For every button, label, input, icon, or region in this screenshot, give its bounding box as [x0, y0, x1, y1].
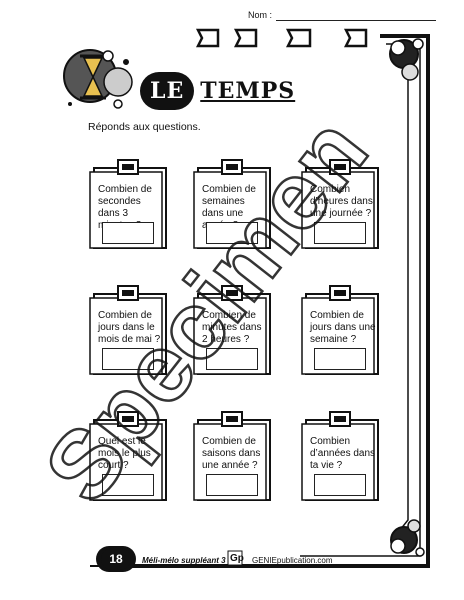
- question-text: Combien de jours dans une semaine ?: [310, 310, 376, 345]
- question-card: Combien de secondes dans 3 minutes ?: [88, 158, 170, 250]
- question-card: Combien d’années dans ta vie ?: [300, 410, 382, 502]
- clock-icon-bottom-right: [390, 519, 425, 557]
- question-text: Combien de minutes dans 2 heures ?: [202, 310, 262, 345]
- answer-box[interactable]: [206, 222, 258, 244]
- question-text: Combien d’années dans ta vie ?: [310, 436, 376, 471]
- tab-decoration-3: [285, 28, 312, 48]
- question-text: Combien de saisons dans une année ?: [202, 436, 261, 471]
- question-card: Combien d’heures dans une journée ?: [300, 158, 382, 250]
- question-card: Combien de semaines dans une année ?: [192, 158, 274, 250]
- instruction-text: Réponds aux questions.: [88, 121, 201, 133]
- answer-box[interactable]: [102, 348, 154, 370]
- answer-box[interactable]: [206, 348, 258, 370]
- tab-decoration-1: [195, 28, 220, 48]
- publisher-logo: Gp: [230, 553, 244, 564]
- book-title: Méli-mélo suppléant 3: [142, 556, 226, 565]
- question-text: Combien de jours dans le mois de mai ?: [98, 310, 161, 345]
- clock-icon-top-right: [389, 38, 424, 81]
- question-text: Combien d’heures dans une journée ?: [310, 184, 373, 219]
- tab-decoration-2: [233, 28, 258, 48]
- question-card: Combien de minutes dans 2 heures ?: [192, 284, 274, 376]
- answer-box[interactable]: [314, 348, 366, 370]
- answer-box[interactable]: [102, 474, 154, 496]
- question-card: Combien de jours dans le mois de mai ?: [88, 284, 170, 376]
- question-card: Combien de jours dans une semaine ?: [300, 284, 382, 376]
- tab-decoration-4: [343, 28, 368, 48]
- page-number: 18: [101, 548, 131, 570]
- question-text: Quel est le mois le plus court ?: [98, 436, 151, 471]
- answer-box[interactable]: [102, 222, 154, 244]
- question-card: Quel est le mois le plus court ?: [88, 410, 170, 502]
- name-field-line: [276, 20, 436, 21]
- answer-box[interactable]: [314, 474, 366, 496]
- publisher-site: GENIEpublication.com: [252, 556, 333, 565]
- question-card: Combien de saisons dans une année ?: [192, 410, 274, 502]
- title-part-1: LE: [140, 72, 195, 110]
- answer-box[interactable]: [206, 474, 258, 496]
- name-label: Nom :: [248, 10, 273, 20]
- answer-box[interactable]: [314, 222, 366, 244]
- title-part-2: TEMPS: [200, 78, 296, 104]
- hourglass-icon: [63, 49, 133, 109]
